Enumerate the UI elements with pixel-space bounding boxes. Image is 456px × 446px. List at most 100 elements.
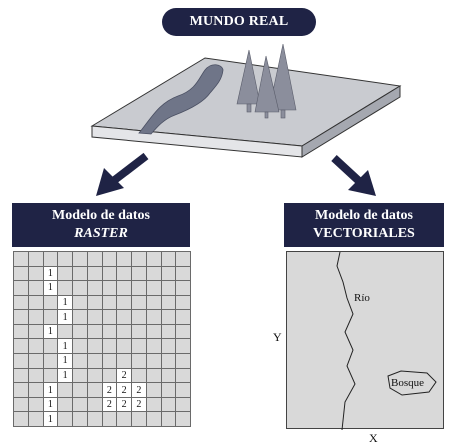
raster-cell (161, 251, 176, 267)
raster-cell (87, 266, 102, 281)
raster-cell (13, 324, 29, 339)
raster-cell (161, 309, 176, 325)
raster-cell: 1 (43, 411, 58, 427)
raster-cell (102, 251, 117, 267)
raster-cell (72, 368, 88, 383)
raster-cell (43, 353, 58, 369)
raster-cell (13, 266, 29, 281)
raster-cell (116, 251, 132, 267)
raster-cell (116, 353, 132, 369)
raster-cell (13, 411, 29, 427)
vector-header: Modelo de datos VECTORIALES (284, 203, 444, 247)
raster-cell (116, 280, 132, 296)
raster-cell (28, 411, 43, 427)
raster-cell (161, 382, 176, 398)
raster-cell (102, 295, 117, 310)
raster-cell (72, 324, 88, 339)
vector-header-line2: VECTORIALES (313, 226, 415, 241)
raster-cell (57, 411, 73, 427)
raster-cell (28, 397, 43, 412)
raster-cell (161, 397, 176, 412)
raster-cell: 1 (43, 266, 58, 281)
forest-label: Bosque (391, 377, 424, 389)
raster-cell (161, 295, 176, 310)
raster-cell (146, 309, 161, 325)
raster-cell: 2 (102, 382, 117, 398)
raster-cell (13, 353, 29, 369)
real-world-title: MUNDO REAL (162, 8, 316, 36)
raster-cell (72, 266, 88, 281)
raster-cell (13, 309, 29, 325)
raster-cell (28, 280, 43, 296)
raster-cell: 2 (116, 382, 132, 398)
raster-cell: 2 (116, 368, 132, 383)
raster-cell (116, 266, 132, 281)
raster-cell (146, 295, 161, 310)
raster-cell (28, 324, 43, 339)
river-shape (138, 64, 224, 135)
raster-cell (146, 382, 161, 398)
raster-cell (102, 353, 117, 369)
raster-cell (161, 411, 176, 427)
raster-cell (87, 397, 102, 412)
raster-cell: 2 (131, 397, 147, 412)
raster-cell (87, 411, 102, 427)
raster-cell (146, 280, 161, 296)
raster-cell (13, 251, 29, 267)
raster-header: Modelo de datos RASTER (12, 203, 190, 247)
vector-drawing (336, 252, 437, 430)
raster-cell (161, 338, 176, 354)
raster-cell (175, 411, 191, 427)
raster-cell (131, 411, 147, 427)
raster-cell (57, 397, 73, 412)
raster-cell (28, 251, 43, 267)
raster-cell (175, 295, 191, 310)
raster-cell (72, 280, 88, 296)
raster-cell (72, 295, 88, 310)
raster-cell (161, 280, 176, 296)
forest-trees (236, 43, 297, 119)
raster-cell (87, 295, 102, 310)
raster-cell (43, 251, 58, 267)
raster-cell (131, 266, 147, 281)
raster-cell (161, 368, 176, 383)
raster-cell (28, 266, 43, 281)
raster-cell (72, 411, 88, 427)
raster-cell (13, 295, 29, 310)
raster-cell (57, 382, 73, 398)
raster-cell (131, 368, 147, 383)
raster-cell (146, 266, 161, 281)
raster-cell (146, 397, 161, 412)
raster-cell (146, 338, 161, 354)
raster-cell (13, 382, 29, 398)
raster-cell (131, 280, 147, 296)
raster-cell (131, 309, 147, 325)
raster-cell (161, 324, 176, 339)
raster-cell (13, 368, 29, 383)
raster-cell (28, 309, 43, 325)
raster-cell: 1 (57, 295, 73, 310)
raster-cell (28, 295, 43, 310)
forest-polygon (387, 370, 437, 396)
x-axis-label: X (369, 431, 378, 445)
raster-cell (72, 251, 88, 267)
raster-cell (72, 353, 88, 369)
raster-cell (131, 338, 147, 354)
raster-cell (175, 368, 191, 383)
raster-cell (146, 251, 161, 267)
raster-cell (175, 251, 191, 267)
raster-cell (28, 353, 43, 369)
raster-cell (161, 266, 176, 281)
raster-cell (175, 353, 191, 369)
raster-cell (102, 368, 117, 383)
raster-cell (102, 266, 117, 281)
raster-cell (131, 324, 147, 339)
raster-cell (87, 324, 102, 339)
raster-cell (175, 382, 191, 398)
raster-cell (146, 411, 161, 427)
raster-cell: 1 (43, 324, 58, 339)
river-line (336, 252, 356, 430)
raster-cell (87, 382, 102, 398)
